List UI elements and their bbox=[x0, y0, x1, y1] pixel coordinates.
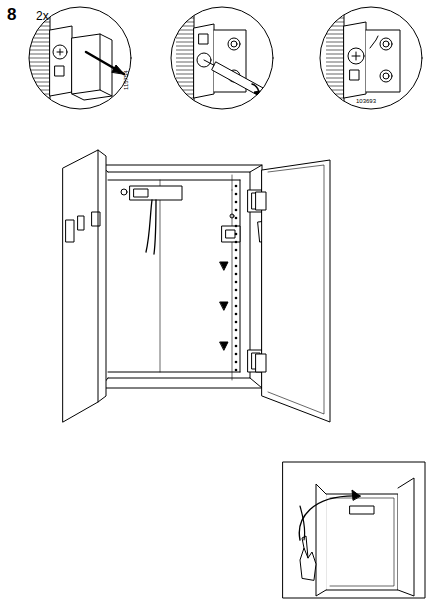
shelf-hole bbox=[235, 297, 238, 300]
shelf-hole bbox=[235, 265, 238, 268]
shelf-hole bbox=[235, 321, 238, 324]
shelf-hole bbox=[235, 305, 238, 308]
shelf-hole bbox=[235, 225, 238, 228]
shelf-hole bbox=[235, 345, 238, 348]
detail-fixed-hinge bbox=[326, 0, 400, 120]
shelf-hole bbox=[235, 201, 238, 204]
shelf-hole bbox=[235, 313, 238, 316]
shelf-hole bbox=[235, 217, 238, 220]
shelf-hole bbox=[235, 289, 238, 292]
shelf-hole bbox=[235, 273, 238, 276]
shelf-hole bbox=[235, 209, 238, 212]
step-number: 8 bbox=[7, 6, 16, 23]
shelf-hole bbox=[235, 353, 238, 356]
shelf-hole-row bbox=[235, 185, 238, 372]
shelf-hole bbox=[235, 361, 238, 364]
detail-code: 103693 bbox=[356, 98, 376, 104]
shelf-hole bbox=[235, 337, 238, 340]
shelf-hole bbox=[235, 329, 238, 332]
shelf-hole bbox=[235, 193, 238, 196]
shelf-hole bbox=[235, 185, 238, 188]
quantity-label: 2x bbox=[36, 10, 49, 22]
shelf-hole bbox=[235, 241, 238, 244]
inset-wire-routing bbox=[283, 462, 425, 598]
detail-remove-cover bbox=[28, 0, 124, 120]
cabinet-illustration bbox=[63, 150, 330, 422]
shelf-hole bbox=[235, 249, 238, 252]
shelf-hole bbox=[235, 369, 238, 372]
detail-code: 115754 bbox=[123, 70, 129, 90]
shelf-hole bbox=[235, 281, 238, 284]
shelf-hole bbox=[235, 257, 238, 260]
shelf-hole bbox=[235, 233, 238, 236]
